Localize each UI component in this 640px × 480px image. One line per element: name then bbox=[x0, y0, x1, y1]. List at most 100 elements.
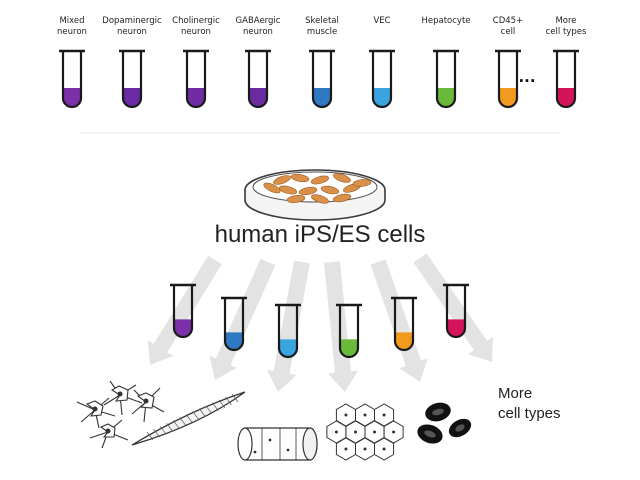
tube-outline bbox=[223, 298, 245, 352]
cell-blob bbox=[290, 173, 310, 183]
cell-blob bbox=[332, 193, 352, 203]
arrow-icon bbox=[266, 260, 310, 392]
cell-blob bbox=[311, 194, 329, 204]
cell-blob bbox=[278, 185, 298, 195]
blood-cells-icon bbox=[417, 402, 472, 444]
nucleus-dot bbox=[373, 430, 377, 434]
cell-blob bbox=[333, 173, 351, 183]
liquid-fill bbox=[499, 87, 517, 107]
test-tube-icon bbox=[183, 49, 209, 109]
cell-blob bbox=[273, 175, 291, 185]
cell-blob bbox=[352, 179, 372, 187]
arrow-icon bbox=[413, 253, 493, 362]
nucleus-dot bbox=[344, 447, 348, 451]
test-tube-icon bbox=[369, 49, 395, 109]
cell-blob bbox=[310, 175, 330, 185]
more-cell-types-label: More cell types bbox=[498, 385, 561, 422]
test-tube-icon bbox=[275, 303, 301, 359]
tube-outline bbox=[371, 51, 393, 109]
nucleus-dot bbox=[363, 413, 367, 417]
tube-outline bbox=[435, 51, 457, 109]
main-title: human iPS/ES cells bbox=[215, 221, 426, 248]
tube-label: CD45+cell bbox=[493, 16, 523, 37]
tube-outline bbox=[247, 51, 269, 109]
tube-outline bbox=[393, 298, 415, 352]
tube-item: VEC bbox=[369, 16, 395, 109]
tube-outline bbox=[445, 285, 467, 339]
test-tube-icon bbox=[59, 49, 85, 109]
liquid-fill bbox=[187, 87, 205, 107]
test-tube-icon bbox=[391, 296, 417, 352]
tube-label: VEC bbox=[373, 16, 390, 26]
nucleus-dot bbox=[382, 447, 386, 451]
liquid-fill bbox=[63, 87, 81, 107]
test-tube-icon bbox=[119, 49, 145, 109]
liquid-fill bbox=[437, 87, 455, 107]
nucleus-dot bbox=[334, 430, 338, 434]
arrow-icon bbox=[147, 255, 222, 365]
tube-outline bbox=[185, 51, 207, 109]
blood-vessel-icon bbox=[237, 427, 318, 461]
tube-outline bbox=[61, 51, 83, 109]
nucleus-dot bbox=[363, 447, 367, 451]
ellipsis: ... bbox=[518, 68, 535, 86]
tube-outline bbox=[311, 51, 333, 109]
petri-dish-icon bbox=[244, 169, 386, 221]
differentiation-arrows bbox=[147, 253, 493, 392]
tube-item: Hepatocyte bbox=[421, 16, 471, 109]
protocol-tube-row bbox=[170, 283, 469, 359]
nucleus-dot bbox=[353, 430, 357, 434]
liquid-fill bbox=[123, 87, 141, 107]
tube-label: Hepatocyte bbox=[421, 16, 470, 26]
liquid-fill bbox=[557, 87, 575, 107]
cell-blob bbox=[298, 186, 318, 196]
tube-outline bbox=[277, 305, 299, 359]
liquid-fill bbox=[447, 319, 465, 337]
test-tube-icon bbox=[443, 283, 469, 339]
test-tube-icon bbox=[309, 49, 335, 109]
test-tube-icon bbox=[553, 49, 579, 109]
cultured-cells bbox=[263, 173, 372, 204]
liquid-fill bbox=[174, 319, 192, 337]
liquid-fill bbox=[225, 332, 243, 350]
liquid-fill bbox=[313, 87, 331, 107]
hepatocyte-sheet-icon bbox=[326, 403, 404, 461]
test-tube-icon bbox=[170, 283, 196, 339]
tube-outline bbox=[121, 51, 143, 109]
tube-item: CD45+cell bbox=[493, 16, 523, 109]
tube-outline bbox=[497, 51, 519, 109]
liquid-fill bbox=[279, 339, 297, 357]
arrow-icon bbox=[370, 259, 428, 382]
nucleus-dot bbox=[344, 413, 348, 417]
tube-outline bbox=[555, 51, 577, 109]
test-tube-icon bbox=[245, 49, 271, 109]
test-tube-icon bbox=[433, 49, 459, 109]
liquid-fill bbox=[249, 87, 267, 107]
test-tube-icon bbox=[221, 296, 247, 352]
neuron-cluster-icon bbox=[76, 380, 165, 449]
muscle-fiber-icon bbox=[131, 391, 246, 446]
test-tube-icon bbox=[336, 303, 362, 359]
liquid-fill bbox=[395, 332, 413, 350]
tube-outline bbox=[172, 285, 194, 339]
liquid-fill bbox=[373, 87, 391, 107]
test-tube-icon bbox=[495, 49, 521, 109]
cell-blob bbox=[263, 182, 281, 194]
cell-blob bbox=[286, 195, 306, 203]
nucleus-dot bbox=[382, 413, 386, 417]
nucleus-dot bbox=[392, 430, 396, 434]
